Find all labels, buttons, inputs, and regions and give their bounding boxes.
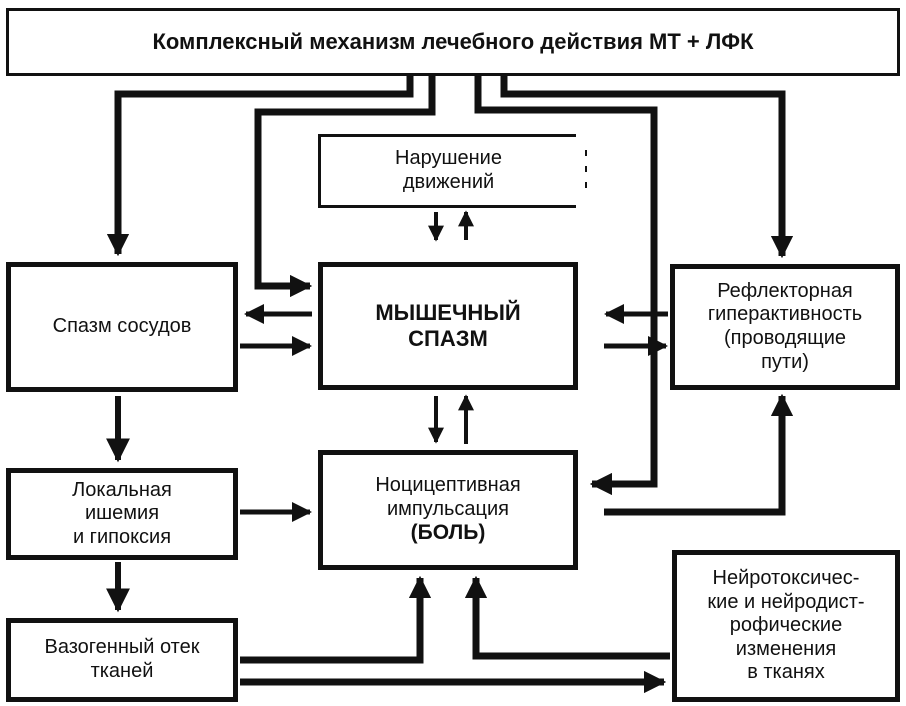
node-local-ischemia: Локальная ишемия и гипоксия: [6, 468, 238, 560]
arrow-nociceptive-to-reflex: [604, 393, 794, 516]
diagram-title-text: Комплексный механизм лечебного действия …: [152, 29, 754, 55]
node-muscle-spasm-label: МЫШЕЧНЫЙ СПАЗМ: [375, 300, 521, 351]
node-local-ischemia-label: Локальная ишемия и гипоксия: [72, 478, 172, 548]
arrow-title-to-vessel-spasm: [106, 76, 414, 257]
node-reflex-hyperactivity-label: Рефлекторная гиперактивность (проводящие…: [707, 279, 863, 373]
node-nociceptive-impulse: Ноцицептивная импульсация (БОЛЬ): [318, 450, 578, 570]
node-muscle-spasm: МЫШЕЧНЫЙ СПАЗМ: [318, 262, 578, 390]
node-reflex-hyperactivity: Рефлекторная гиперактивность (проводящие…: [670, 264, 900, 390]
node-movement-disorder-label: Нарушение движений: [395, 147, 502, 193]
node-pain-label: (БОЛЬ): [410, 521, 486, 545]
arrow-title-to-nociceptive: [474, 76, 658, 496]
node-vessel-spasm-label: Спазм сосудов: [52, 315, 192, 338]
node-nociceptive-label: Ноцицептивная импульсация: [375, 474, 521, 520]
node-vessel-spasm: Спазм сосудов: [6, 262, 238, 392]
arrow-neurotoxic-to-nociceptive: [464, 575, 670, 660]
node-neurotoxic-changes: Нейротоксичес- кие и нейродист- рофическ…: [672, 550, 900, 702]
arrow-title-to-reflex: [500, 76, 794, 259]
diagram-title: Комплексный механизм лечебного действия …: [6, 8, 900, 76]
arrow-edema-to-nociceptive: [240, 575, 432, 664]
node-movement-disorder: Нарушение движений: [318, 134, 576, 208]
node-neurotoxic-changes-label: Нейротоксичес- кие и нейродист- рофическ…: [707, 567, 865, 684]
arrow-title-to-muscle-spasm: [254, 76, 436, 298]
node-vasogenic-edema: Вазогенный отек тканей: [6, 618, 238, 702]
node-vasogenic-edema-label: Вазогенный отек тканей: [44, 636, 200, 682]
